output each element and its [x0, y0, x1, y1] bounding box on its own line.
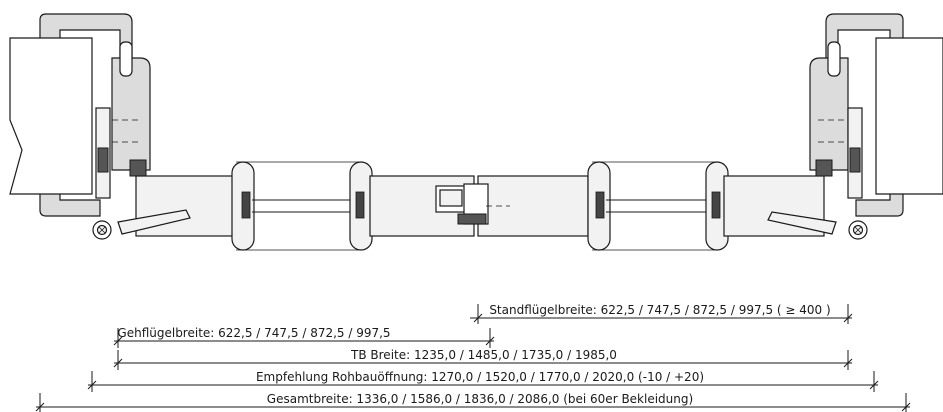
dimension-label-tb-breite: TB Breite: 1235,0 / 1485,0 / 1735,0 / 19…	[350, 348, 617, 362]
dimension-label-gehfluegel: Gehflügelbreite: 622,5 / 747,5 / 872,5 /…	[117, 326, 390, 340]
left-frame-assembly	[9, 13, 151, 240]
dimension-tb-breite: TB Breite: 1235,0 / 1485,0 / 1735,0 / 19…	[113, 348, 853, 370]
left-jamb	[111, 57, 151, 171]
right-frame-casing	[825, 13, 904, 217]
dimension-rohbau: Empfehlung Rohbauöffnung: 1270,0 / 1520,…	[87, 370, 879, 392]
left-hinge-block	[97, 147, 109, 173]
dimension-label-gesamt: Gesamtbreite: 1336,0 / 1586,0 / 1836,0 /…	[267, 392, 693, 406]
dimension-gesamt: Gesamtbreite: 1336,0 / 1586,0 / 1836,0 /…	[35, 392, 911, 412]
right-hinge-block	[849, 147, 861, 173]
right-jamb-slot	[827, 41, 841, 77]
center-latch	[457, 213, 487, 225]
dimension-standfluegel: Standflügelbreite: 622,5 / 747,5 / 872,5…	[470, 303, 853, 324]
right-frame-assembly	[809, 13, 943, 240]
left-door-leaf	[117, 161, 475, 251]
left-jamb-slot	[119, 41, 133, 77]
dimension-gehfluegel: Gehflügelbreite: 622,5 / 747,5 / 872,5 /…	[113, 326, 495, 348]
left-gasket-a	[241, 191, 251, 219]
right-gasket-b	[711, 191, 721, 219]
right-wall	[875, 37, 943, 195]
dimension-label-rohbau: Empfehlung Rohbauöffnung: 1270,0 / 1520,…	[256, 370, 704, 384]
left-gasket-b	[355, 191, 365, 219]
left-seal	[129, 159, 147, 177]
left-wall	[9, 37, 93, 195]
right-gasket-a	[595, 191, 605, 219]
dimension-label-standfluegel: Standflügelbreite: 622,5 / 747,5 / 872,5…	[489, 303, 830, 317]
right-door-leaf	[457, 161, 837, 251]
right-seal	[815, 159, 833, 177]
right-lever-handle	[767, 211, 837, 235]
right-stile-center	[477, 175, 589, 237]
left-lever-handle	[117, 209, 191, 235]
